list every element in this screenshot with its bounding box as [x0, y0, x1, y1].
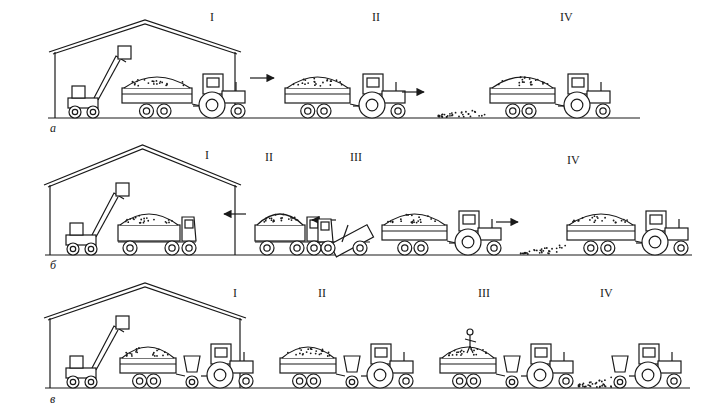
tractor	[361, 344, 413, 388]
loader	[68, 46, 131, 118]
worker	[465, 329, 476, 353]
flow-arrow	[224, 213, 246, 214]
tractor	[449, 211, 501, 255]
stage-number: I	[210, 10, 214, 24]
spreader-hopper	[184, 356, 200, 388]
tractor	[558, 74, 610, 118]
tractor	[201, 344, 253, 388]
flow-arrow	[250, 77, 274, 78]
shed	[44, 283, 246, 388]
spreader-hopper	[612, 356, 628, 388]
trailer	[382, 214, 456, 255]
shed	[49, 20, 241, 118]
tractor	[193, 74, 245, 118]
scheme-letter: а	[50, 121, 56, 135]
trailer	[122, 77, 201, 118]
tractor	[636, 211, 688, 255]
stage-number: III	[350, 150, 362, 164]
stage-number: III	[478, 286, 490, 300]
ground-line	[45, 254, 692, 255]
stage-number: I	[205, 148, 209, 162]
stage-number: IV	[567, 153, 580, 167]
flow-arrow	[496, 221, 518, 222]
truck	[118, 214, 196, 255]
truck	[255, 214, 321, 255]
spread-material	[578, 376, 612, 387]
tractor	[521, 344, 573, 388]
trailer	[567, 214, 644, 255]
spread-material	[437, 110, 485, 118]
dump-truck	[318, 219, 374, 257]
ground-line	[48, 117, 640, 118]
stage-number: IV	[600, 286, 613, 300]
trailer	[120, 347, 185, 388]
trailer	[285, 77, 359, 118]
trailer	[280, 347, 345, 388]
shed	[44, 145, 241, 255]
spreader-hopper	[344, 356, 360, 388]
stage-number: II	[318, 286, 326, 300]
stage-number: IV	[560, 10, 573, 24]
trailer	[490, 76, 564, 118]
stage-number: II	[372, 10, 380, 24]
spread-material	[520, 244, 566, 254]
flow-arrow	[402, 91, 424, 92]
loader	[66, 183, 129, 255]
spreader-hopper	[504, 356, 520, 388]
scheme-letter: б	[50, 258, 56, 272]
tractor	[353, 74, 405, 118]
tractor	[629, 344, 681, 388]
loader	[66, 316, 129, 388]
scheme-letter: в	[50, 392, 55, 406]
stage-number: II	[265, 150, 273, 164]
stage-number: I	[233, 286, 237, 300]
